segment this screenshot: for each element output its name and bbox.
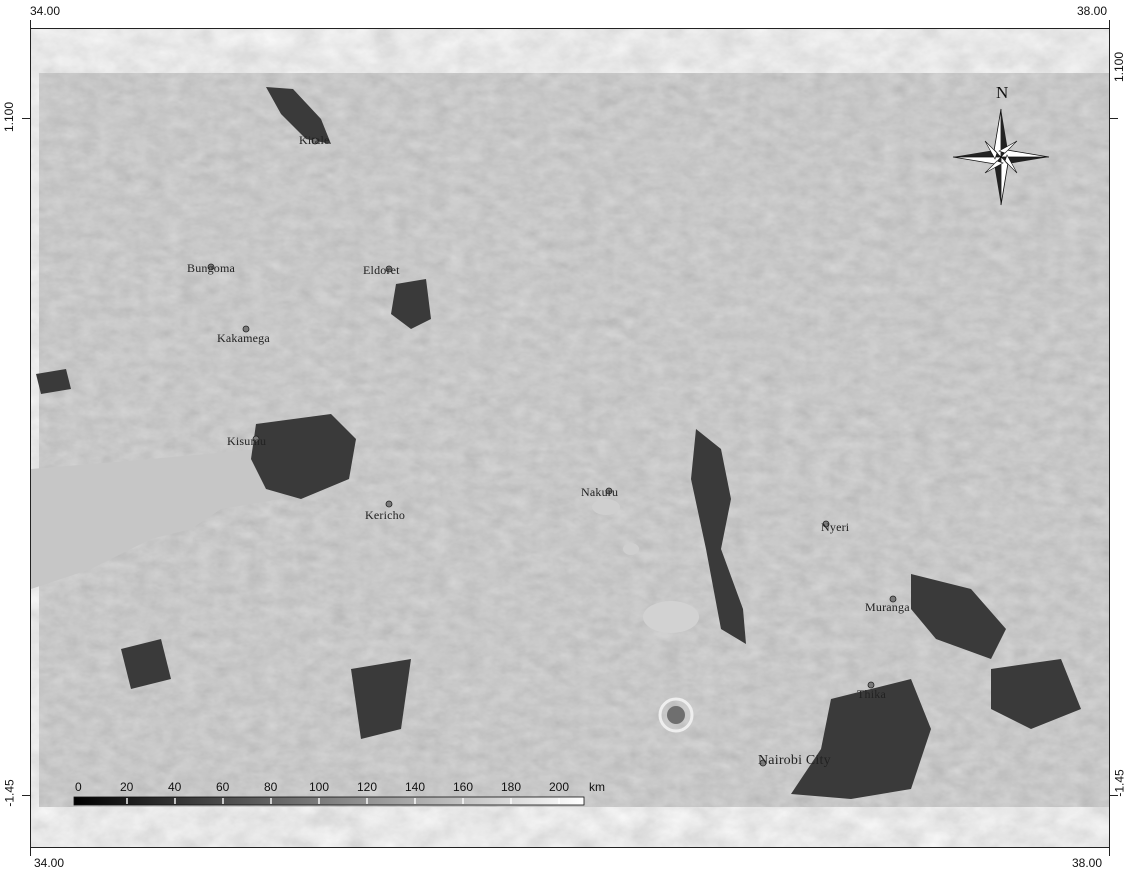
crater-rim [658,697,694,733]
tick [22,118,30,119]
patch-west [36,369,71,394]
coord-top-right: 38.00 [1077,4,1108,18]
crater-core [667,706,685,724]
city-label-kericho: Kericho [365,508,406,522]
city-point-kisumu [252,435,260,443]
crater [658,697,694,733]
lakes [31,449,699,633]
city-point-kericho [385,500,393,508]
tick [22,795,30,796]
tick [30,20,31,28]
lake-victoria [31,449,281,589]
north-label: N [996,83,1009,102]
patch-south [351,659,411,739]
scale-label-120: 120 [357,780,378,794]
city-label-eldoret: Eldoret [363,263,400,277]
lake-nakuru [592,499,620,515]
city-label-bungoma: Bungoma [187,261,236,275]
city-points [207,137,897,767]
study-area-polygon [39,73,1109,807]
dark-patches [36,87,1081,799]
patch-rift [691,429,746,644]
patch-nairobi [791,679,931,799]
city-point-nairobi [759,759,767,767]
patch-kisumu [251,414,356,499]
city-label-nakuru: Nakuru [581,485,619,499]
city-point-kitale [311,137,319,145]
coord-right-top: 1.100 [1112,51,1127,83]
patch-muranga [911,574,1006,659]
scale-unit: km [589,780,605,794]
scale-label-100: 100 [309,780,330,794]
scale-bar-fill [73,796,585,806]
scale-label-60: 60 [216,780,230,794]
coord-right-bottom: -1.45 [1112,769,1127,797]
city-label-nyeri: Nyeri [821,520,850,534]
patch-thika [991,659,1081,729]
study-area [39,73,1109,807]
scale-label-40: 40 [168,780,182,794]
scale-label-160: 160 [453,780,474,794]
scale-bar [73,796,585,806]
scale-label-140: 140 [405,780,426,794]
coord-top-left: 34.00 [30,4,61,18]
tick [30,848,31,856]
city-label-kakamega: Kakamega [217,331,270,345]
north-arrow-icon [952,108,1050,206]
patch-kitale [266,87,331,144]
scale-label-0: 0 [75,780,82,794]
coord-bottom-right: 38.00 [1072,856,1103,870]
city-point-thika [867,681,875,689]
city-point-nyeri [822,520,830,528]
scale-label-80: 80 [264,780,278,794]
coord-left-bottom: -1.45 [2,779,17,807]
city-point-bungoma [207,263,215,271]
city-label-kisumu: Kisumu [227,434,267,448]
scale-bar-divisions [126,798,560,804]
city-point-muranga [889,595,897,603]
scale-label-180: 180 [501,780,522,794]
city-label-nairobi: Nairobi City [758,753,831,768]
city-label-muranga: Muranga [865,600,910,614]
lake-naivasha [643,601,699,633]
lake-elementaita [623,543,639,555]
map-canvas [31,29,1109,847]
coord-bottom-left: 34.00 [34,856,65,870]
tick [1110,118,1118,119]
tick [1109,20,1110,28]
city-point-eldoret [385,265,393,273]
scale-label-20: 20 [120,780,134,794]
city-point-nakuru [605,487,613,495]
city-label-thika: Thika [857,687,886,701]
scale-label-200: 200 [549,780,570,794]
tick [1110,795,1118,796]
tick [1109,848,1110,856]
coord-left-top: 1.100 [2,101,17,133]
city-point-kakamega [242,325,250,333]
patch-southwest [121,639,171,689]
city-label-kitale: Kitale [299,133,330,147]
map-frame: Kitale Bungoma Eldoret Kakamega Kisumu K… [30,28,1110,848]
patch-eldoret [391,279,431,329]
